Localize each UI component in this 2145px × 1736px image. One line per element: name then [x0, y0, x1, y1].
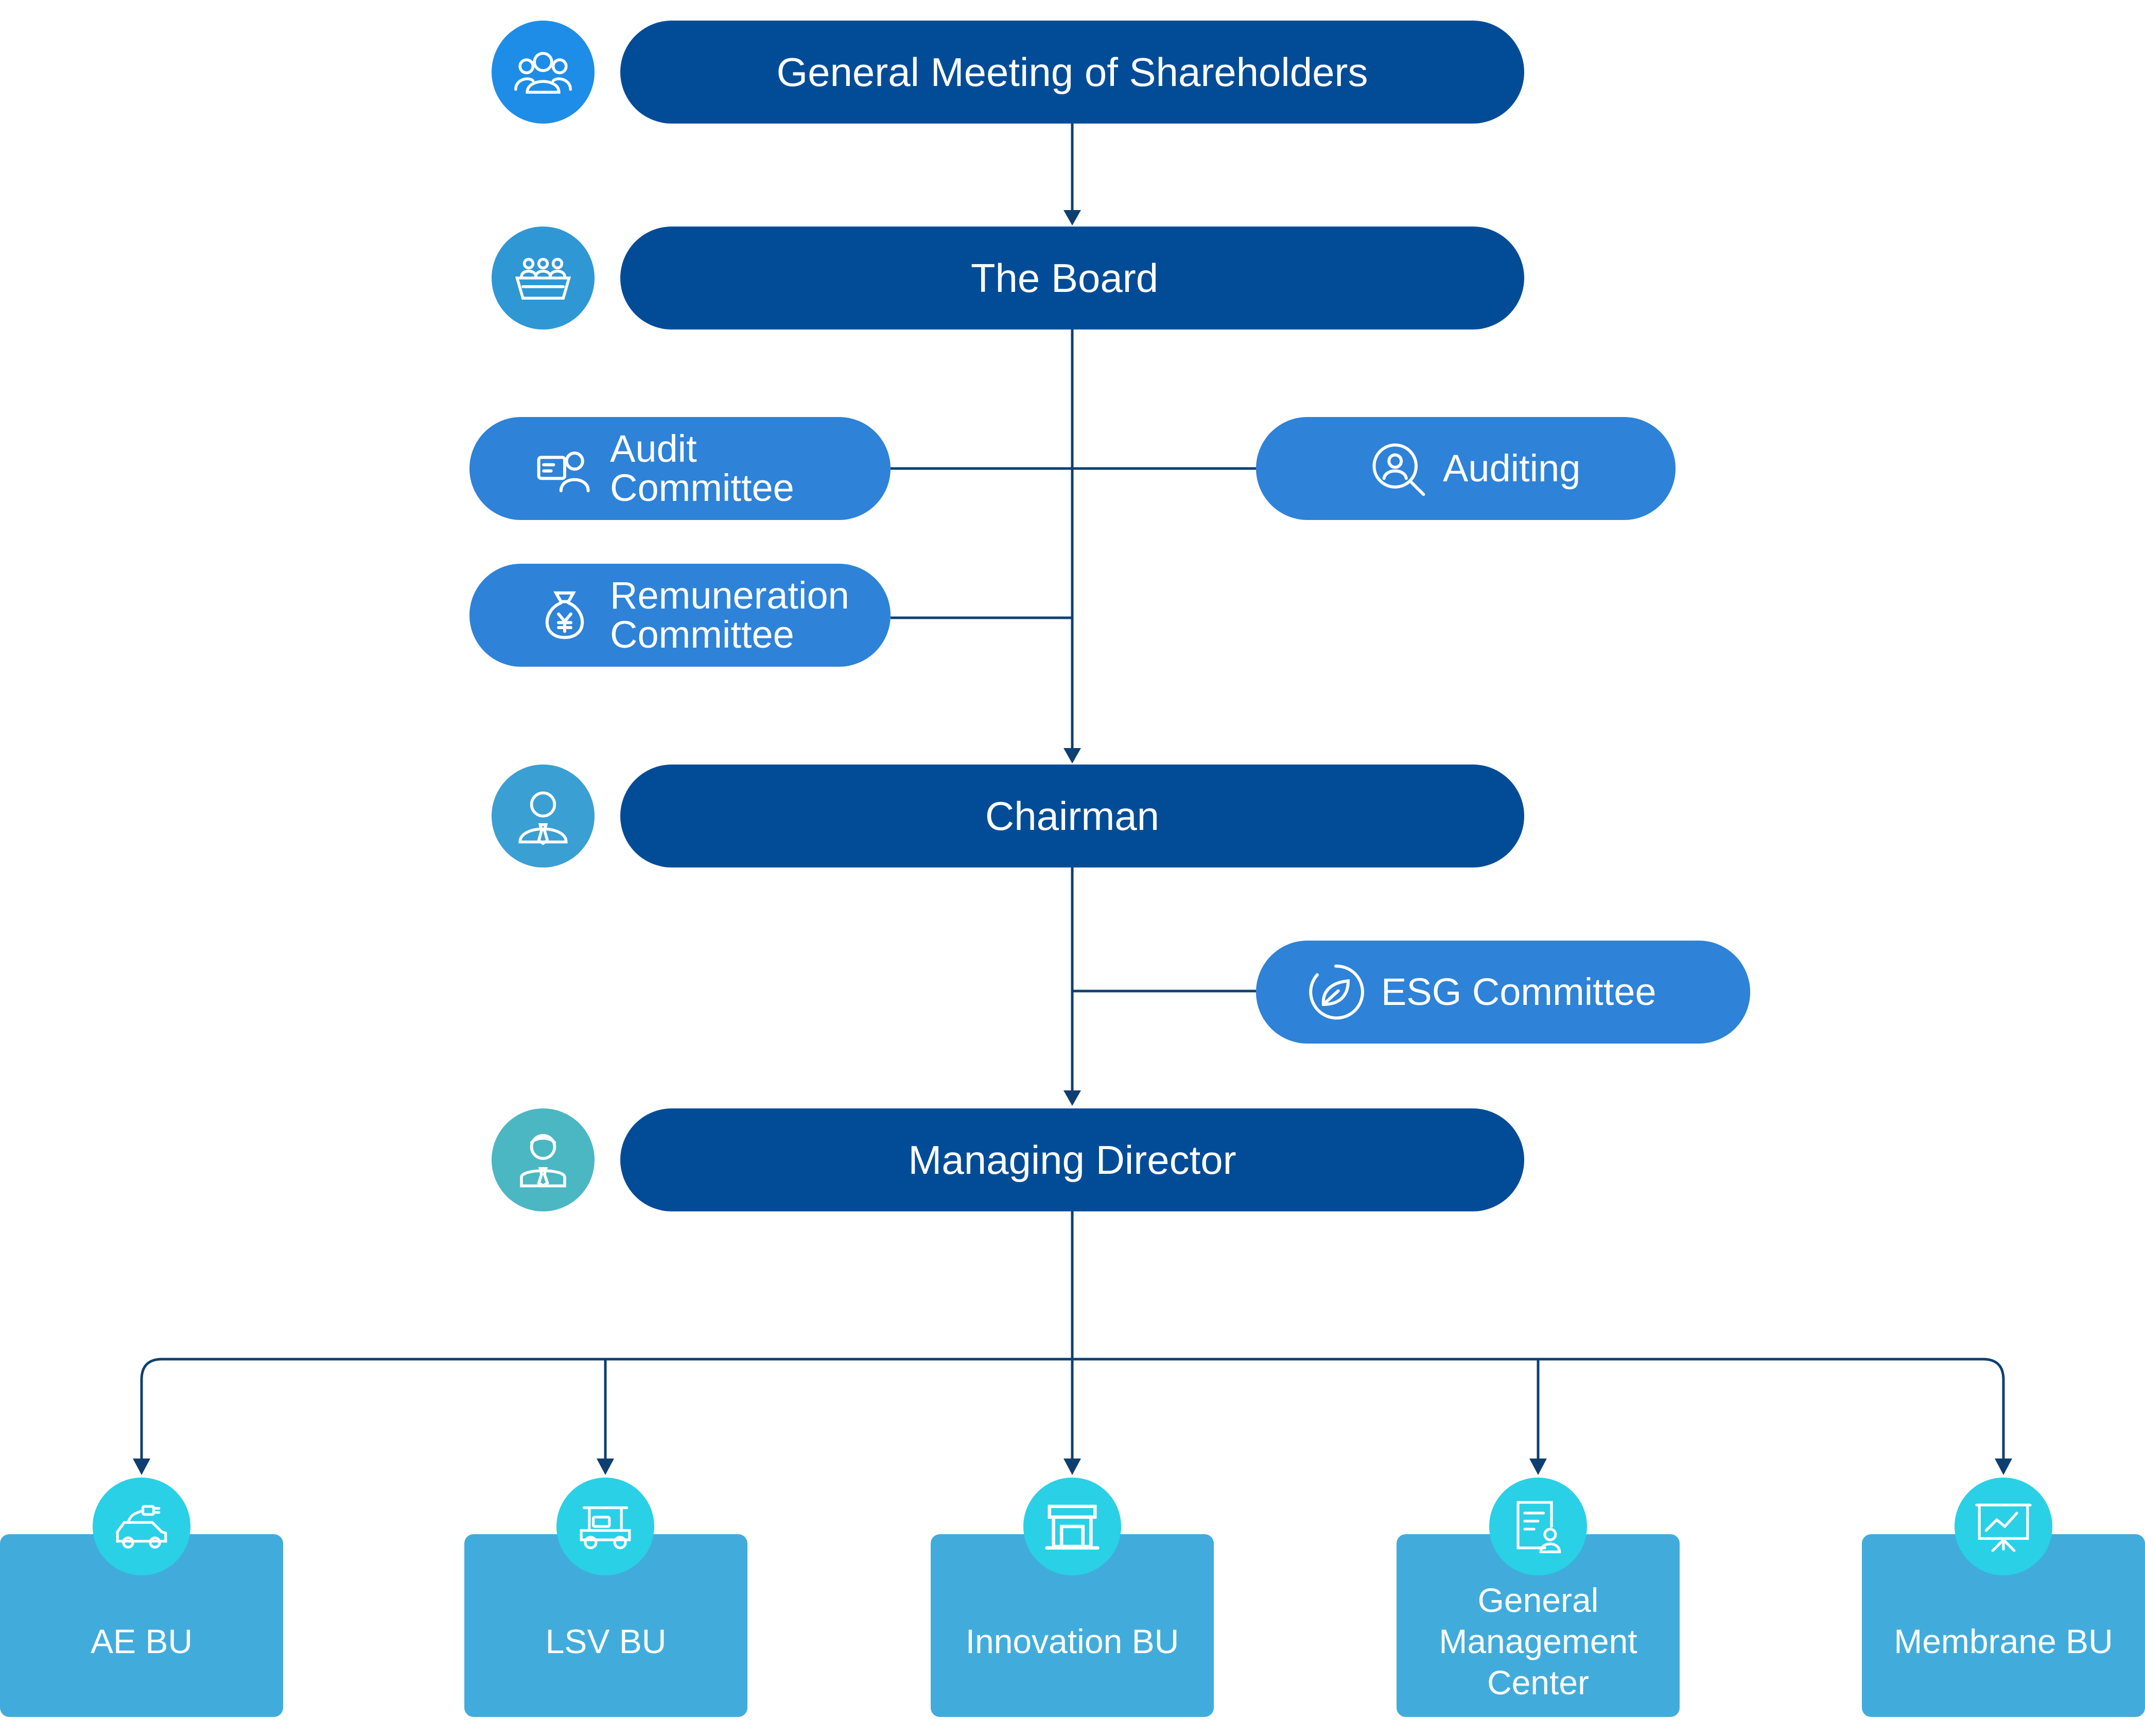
audit-committee-label-line1: Audit	[610, 427, 697, 470]
document-user-icon	[1489, 1478, 1587, 1575]
bu-gmc-label-line2: Management	[1439, 1622, 1637, 1660]
storefront-icon	[1023, 1478, 1121, 1575]
leaf-icon	[1309, 964, 1364, 1020]
remuneration-committee-label-line1: Remuneration	[610, 574, 849, 617]
golf-cart-icon	[556, 1478, 654, 1575]
bu-ae-label: AE BU	[90, 1622, 193, 1660]
board-node: The Board	[620, 227, 1524, 329]
line-bu-bus	[140, 1358, 2005, 1460]
board-label: The Board	[970, 255, 1159, 301]
shareholders-icon	[492, 21, 595, 124]
arrowhead-gmc	[1529, 1459, 1547, 1475]
audit-committee-label-line2: Committee	[610, 466, 794, 509]
board-icon	[492, 227, 595, 329]
money-bag-icon	[545, 591, 584, 639]
chairman-icon	[492, 765, 595, 867]
shareholders-node: General Meeting of Shareholders	[620, 21, 1524, 124]
remuneration-committee-label-line2: Committee	[610, 613, 794, 656]
bu-membrane-label: Membrane BU	[1894, 1622, 2113, 1660]
car-charging-icon	[93, 1478, 190, 1575]
arrowhead-md	[1063, 1090, 1081, 1106]
bu-innovation-label: Innovation BU	[965, 1622, 1179, 1660]
presentation-board-icon	[1955, 1478, 2052, 1575]
remuneration-committee-node: Remuneration Committee	[469, 564, 891, 667]
arrowhead-chairman	[1063, 748, 1081, 763]
audit-committee-node: Audit Committee	[469, 417, 891, 520]
chairman-node: Chairman	[620, 765, 1524, 867]
esg-committee-node: ESG Committee	[1256, 941, 1750, 1044]
bu-gmc-label-line3: Center	[1487, 1663, 1590, 1702]
arrowhead-innovation	[1063, 1459, 1081, 1475]
bu-gmc-label-line1: General	[1477, 1581, 1599, 1619]
managing-director-node: Managing Director	[620, 1108, 1524, 1211]
auditing-label: Auditing	[1443, 447, 1581, 490]
arrowhead-ae	[133, 1459, 150, 1475]
shareholders-label: General Meeting of Shareholders	[776, 49, 1368, 95]
auditing-node: Auditing	[1256, 417, 1676, 520]
arrowhead-membrane	[1995, 1459, 2012, 1475]
esg-committee-label: ESG Committee	[1381, 970, 1656, 1013]
arrowhead-lsv	[597, 1459, 614, 1475]
chairman-label: Chairman	[985, 793, 1160, 839]
managing-director-label: Managing Director	[908, 1137, 1236, 1183]
managing-director-icon	[492, 1108, 595, 1211]
auditing-icon	[1372, 443, 1425, 496]
bu-lsv-label: LSV BU	[545, 1622, 667, 1660]
arrowhead-board	[1063, 210, 1081, 225]
audit-committee-icon	[537, 452, 590, 493]
